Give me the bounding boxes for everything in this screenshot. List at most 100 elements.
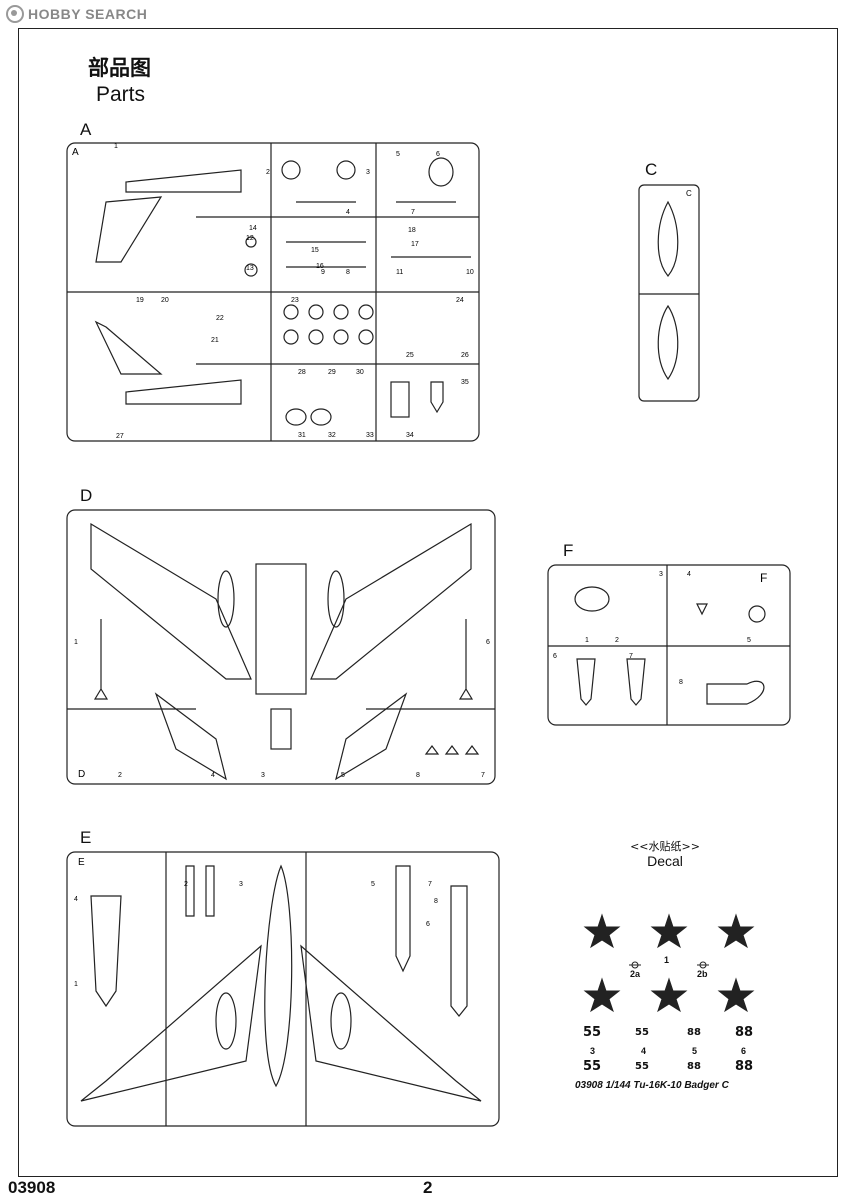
sprue-f-label: F bbox=[563, 541, 574, 560]
decal-label-2a: 2a bbox=[630, 969, 641, 979]
part-number: 1 bbox=[585, 637, 589, 644]
footer-page-number: 2 bbox=[423, 1178, 433, 1197]
part-number: 6 bbox=[436, 151, 440, 158]
part-number: 4 bbox=[211, 772, 215, 779]
part-number: 8 bbox=[346, 269, 350, 276]
part-number: 2 bbox=[615, 637, 619, 644]
part-number: 35 bbox=[461, 379, 469, 386]
sprue-f-diagram: F 1 2 3 4 5 6 7 8 bbox=[547, 564, 791, 726]
decal-number: 88 bbox=[735, 1025, 754, 1040]
star-icon bbox=[650, 913, 688, 949]
part-number: 12 bbox=[246, 235, 254, 242]
part-number: 23 bbox=[291, 297, 299, 304]
part-number: 3 bbox=[659, 571, 663, 578]
part-number: 13 bbox=[246, 265, 254, 272]
decal-code: 03908 1/144 Tu-16K-10 Badger C bbox=[575, 1080, 729, 1091]
part-number: 18 bbox=[408, 227, 416, 234]
part-number: 24 bbox=[456, 297, 464, 304]
decal-index: 4 bbox=[641, 1046, 647, 1056]
decal-label-1: 1 bbox=[664, 955, 670, 965]
star-icon bbox=[583, 913, 621, 949]
sprue-c-label: C bbox=[645, 160, 658, 179]
decal-number: 55 bbox=[635, 1027, 649, 1038]
decal-index: 3 bbox=[590, 1046, 596, 1056]
part-number: 3 bbox=[366, 169, 370, 176]
part-number: 25 bbox=[406, 352, 414, 359]
part-number: 4 bbox=[687, 571, 691, 578]
part-number: 28 bbox=[298, 369, 306, 376]
star-icon bbox=[717, 977, 755, 1013]
part-number: 27 bbox=[116, 433, 124, 440]
part-number: 5 bbox=[396, 151, 400, 158]
part-number: 17 bbox=[411, 241, 419, 248]
sprue-a-label: A bbox=[80, 120, 92, 139]
decal-header-en: Decal bbox=[647, 853, 683, 869]
sprue-e-label: E bbox=[80, 828, 92, 847]
part-number: 7 bbox=[428, 881, 432, 888]
part-number: 22 bbox=[216, 315, 224, 322]
part-number: 16 bbox=[316, 263, 324, 270]
star-icon bbox=[650, 977, 688, 1013]
watermark-text: HOBBY SEARCH bbox=[28, 6, 148, 22]
part-number: 8 bbox=[416, 772, 420, 779]
part-number: 1 bbox=[74, 981, 78, 988]
footer-product-code: 03908 bbox=[8, 1178, 56, 1197]
star-icon bbox=[717, 913, 755, 949]
decal-number: 88 bbox=[735, 1059, 754, 1074]
part-number: 1 bbox=[74, 639, 78, 646]
decal-number: 55 bbox=[583, 1059, 602, 1074]
part-number: 7 bbox=[629, 653, 633, 660]
watermark-logo-icon bbox=[6, 5, 24, 23]
part-number: 6 bbox=[553, 653, 557, 660]
part-number: 21 bbox=[211, 337, 219, 344]
part-number: 4 bbox=[74, 896, 78, 903]
sprue-d-label: D bbox=[80, 486, 93, 505]
part-number: 29 bbox=[328, 369, 336, 376]
part-number: 5 bbox=[341, 772, 345, 779]
part-number: 6 bbox=[426, 921, 430, 928]
part-number: 19 bbox=[136, 297, 144, 304]
decal-number: 55 bbox=[635, 1061, 649, 1072]
part-number: 2 bbox=[118, 772, 122, 779]
decal-number: 55 bbox=[583, 1025, 602, 1040]
part-number: 11 bbox=[396, 269, 403, 276]
page-frame bbox=[18, 28, 838, 1177]
decal-index: 6 bbox=[741, 1046, 747, 1056]
decal-header-cn: <<水贴纸>> bbox=[630, 840, 700, 853]
part-number: 1 bbox=[114, 143, 118, 150]
part-number: 31 bbox=[298, 432, 306, 439]
part-number: 8 bbox=[679, 679, 683, 686]
part-number: 9 bbox=[321, 269, 325, 276]
part-number: 5 bbox=[371, 881, 375, 888]
decal-number: 88 bbox=[687, 1061, 701, 1072]
page-title-en: Parts bbox=[96, 83, 146, 106]
part-number: 10 bbox=[466, 269, 474, 276]
part-number: 3 bbox=[239, 881, 243, 888]
part-number: 6 bbox=[486, 639, 490, 646]
part-number: 33 bbox=[366, 432, 374, 439]
part-number: 32 bbox=[328, 432, 336, 439]
part-number: 4 bbox=[346, 209, 350, 216]
part-number: 3 bbox=[261, 772, 265, 779]
star-icon bbox=[583, 977, 621, 1013]
sprue-c-tag: C bbox=[686, 189, 692, 198]
decal-sheet: <<水贴纸>> Decal 1 2a 2b 55 55 88 88 3 4 5 … bbox=[575, 835, 755, 1105]
sprue-f-tag: F bbox=[760, 571, 767, 585]
watermark: HOBBY SEARCH bbox=[6, 5, 147, 23]
part-number: 14 bbox=[249, 225, 257, 232]
part-number: 8 bbox=[434, 898, 438, 905]
part-number: 34 bbox=[406, 432, 414, 439]
sprue-a-tag: A bbox=[72, 147, 79, 158]
part-number: 15 bbox=[311, 247, 319, 254]
part-number: 7 bbox=[481, 772, 485, 779]
decal-index: 5 bbox=[692, 1046, 698, 1056]
sprue-e-tag: E bbox=[78, 857, 85, 868]
part-number: 20 bbox=[161, 297, 169, 304]
part-number: 7 bbox=[411, 209, 415, 216]
decal-label-2b: 2b bbox=[697, 969, 708, 979]
part-number: 5 bbox=[747, 637, 751, 644]
part-number: 2 bbox=[184, 881, 188, 888]
sprue-c-diagram: C bbox=[638, 184, 700, 402]
